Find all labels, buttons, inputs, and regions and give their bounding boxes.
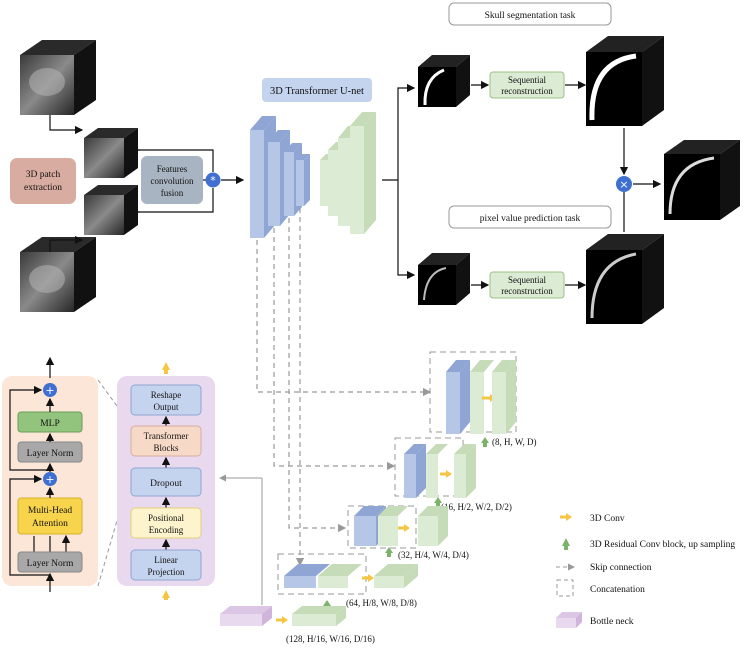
pixel-output-small <box>418 253 470 305</box>
legend-bottleneck: Bottle neck <box>556 612 634 628</box>
mri-cube-bottom <box>20 237 96 312</box>
svg-text:(8, H, W, D): (8, H, W, D) <box>492 437 537 447</box>
svg-text:convolution: convolution <box>151 176 194 186</box>
decoder-level-3: (32, H/4, W/4, D/4) <box>347 505 469 560</box>
unet-encoder <box>250 116 310 238</box>
final-output-cube <box>664 140 740 220</box>
svg-text:Multi-Head: Multi-Head <box>28 506 73 516</box>
svg-text:Skip connection: Skip connection <box>590 563 652 573</box>
svg-text:Encoding: Encoding <box>149 525 184 535</box>
merge-connectors <box>619 128 662 232</box>
svg-text:Sequential: Sequential <box>508 275 546 285</box>
svg-text:*: * <box>210 174 216 187</box>
svg-text:Blocks: Blocks <box>153 443 178 453</box>
svg-text:(32, H/4, W/4, D/4): (32, H/4, W/4, D/4) <box>398 550 469 560</box>
decoder-level-1: (8, H, W, D) <box>429 351 537 447</box>
pixel-task-label: pixel value prediction task <box>448 205 612 229</box>
legend-concat: Concatenation <box>556 579 645 597</box>
legend: 3D Conv 3D Residual Conv block, up sampl… <box>556 513 735 628</box>
svg-text:×: × <box>619 178 628 191</box>
svg-text:3D patch: 3D patch <box>26 170 61 180</box>
svg-text:Projection: Projection <box>148 567 185 577</box>
svg-text:Bottle neck: Bottle neck <box>590 617 634 627</box>
legend-skip: Skip connection <box>556 563 652 573</box>
svg-text:Dropout: Dropout <box>150 479 182 489</box>
svg-text:Features: Features <box>157 164 188 174</box>
svg-text:MLP: MLP <box>40 419 60 429</box>
svg-text:(16, H/2, W/2, D/2): (16, H/2, W/2, D/2) <box>441 502 512 512</box>
decoder-level-2: (16, H/2, W/2, D/2) <box>394 437 512 512</box>
mri-cube-top <box>20 40 96 115</box>
skull-output-small <box>418 55 470 107</box>
svg-text:+: + <box>45 384 54 397</box>
svg-text:pixel value prediction task: pixel value prediction task <box>480 214 581 224</box>
svg-text:Output: Output <box>153 402 179 412</box>
skull-task-label: Skull segmentation task <box>448 2 612 26</box>
add-node-bottom <box>43 472 57 486</box>
fusion-box: Features convolution fusion <box>141 156 203 204</box>
fusion-connectors <box>138 149 245 213</box>
skull-output-large <box>586 36 664 126</box>
svg-text:3D Transformer U-net: 3D Transformer U-net <box>270 86 364 97</box>
recon-connectors <box>471 80 587 290</box>
reconstruction-box-top: Sequential reconstruction <box>489 71 565 99</box>
svg-text:Skull segmentation task: Skull segmentation task <box>485 11 576 21</box>
svg-text:(64, H/8, W/8, D/8): (64, H/8, W/8, D/8) <box>346 598 417 608</box>
legend-residual: 3D Residual Conv block, up sampling <box>562 538 735 550</box>
legend-conv: 3D Conv <box>560 513 625 524</box>
svg-text:Sequential: Sequential <box>508 75 546 85</box>
patch-extraction-box: 3D patch extraction <box>10 158 76 204</box>
patch-cube-top <box>84 128 138 178</box>
svg-text:reconstruction: reconstruction <box>501 86 553 96</box>
multiply-node-left: * <box>205 172 221 188</box>
reconstruction-box-bottom: Sequential reconstruction <box>489 271 565 299</box>
unet-title: 3D Transformer U-net <box>262 78 372 102</box>
svg-text:Transformer: Transformer <box>144 431 189 441</box>
decoder-level-4: (64, H/8, W/8, D/8) <box>277 553 418 610</box>
pixel-output-large <box>586 234 664 324</box>
svg-text:Attention: Attention <box>32 519 68 529</box>
encoder-stack-panel: Reshape Output Transformer Blocks Dropou… <box>117 362 215 600</box>
skip-connections <box>256 208 432 567</box>
svg-text:Layer Norm: Layer Norm <box>27 559 74 569</box>
svg-text:Positional: Positional <box>148 513 185 523</box>
svg-text:+: + <box>45 473 54 486</box>
bottleneck-level: (128, H/16, W/16, D/16) <box>220 606 375 644</box>
unet-decoder <box>320 112 376 234</box>
svg-text:Reshape: Reshape <box>151 390 182 400</box>
svg-text:Concatenation: Concatenation <box>590 585 645 595</box>
svg-text:fusion: fusion <box>161 188 184 198</box>
patch-cube-bottom <box>84 185 138 235</box>
add-node-top <box>43 383 57 397</box>
output-branch-connectors <box>382 83 416 280</box>
svg-text:extraction: extraction <box>24 183 62 193</box>
svg-text:Layer Norm: Layer Norm <box>27 449 74 459</box>
svg-text:Linear: Linear <box>154 555 177 565</box>
svg-text:(128, H/16, W/16, D/16): (128, H/16, W/16, D/16) <box>286 634 375 644</box>
svg-text:reconstruction: reconstruction <box>501 286 553 296</box>
svg-text:3D Conv: 3D Conv <box>590 514 625 524</box>
transformer-block-panel: + MLP Layer Norm + Multi-Head Attention … <box>2 356 98 592</box>
svg-text:3D Residual Conv block, up sam: 3D Residual Conv block, up sampling <box>590 540 735 550</box>
multiply-node-right: × <box>616 176 632 192</box>
